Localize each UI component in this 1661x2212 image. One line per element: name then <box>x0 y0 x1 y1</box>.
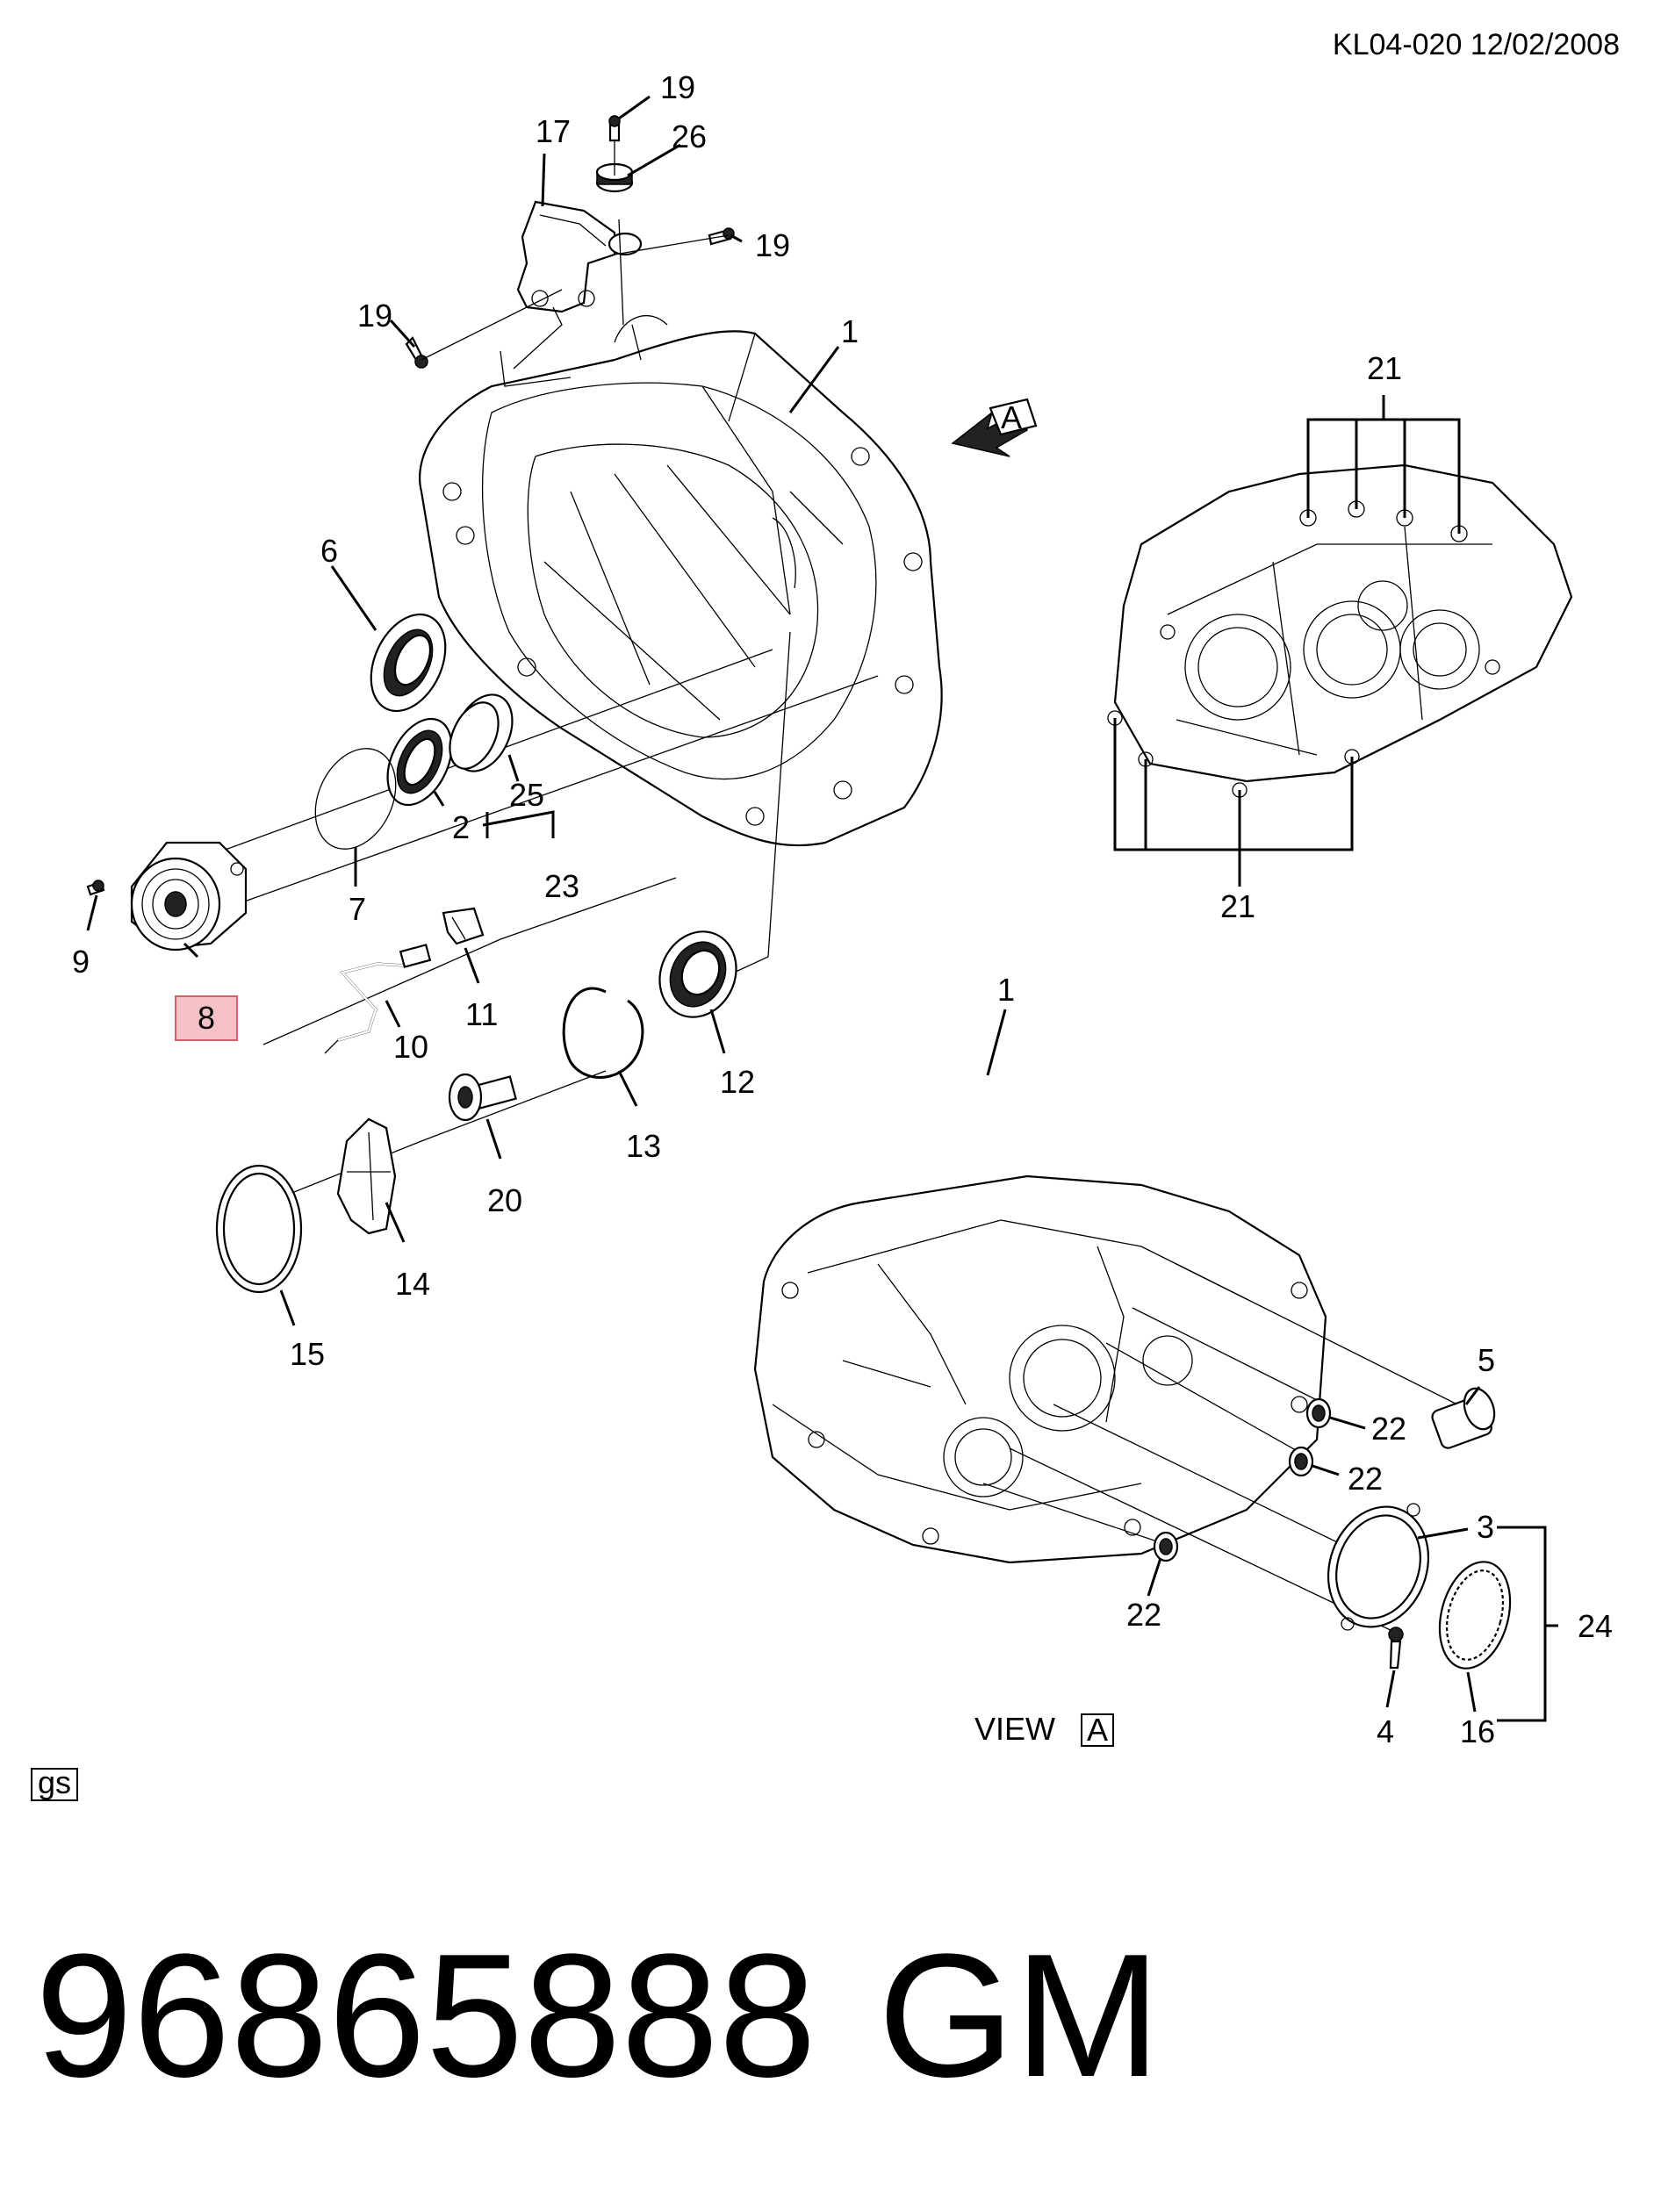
release-bearing-8 <box>130 841 248 952</box>
bearing-25 <box>449 693 514 772</box>
callout-4: 4 <box>1377 1713 1394 1749</box>
callout-2: 2 <box>452 809 470 845</box>
bearing-2 <box>386 717 453 807</box>
bracket-leader-lines <box>421 140 730 370</box>
callout-23: 23 <box>544 868 579 904</box>
bracket-17 <box>516 200 643 326</box>
callout-24: 24 <box>1578 1608 1613 1644</box>
leader-lines <box>86 95 1558 1722</box>
transmission-housing-rear-view <box>1107 463 1573 798</box>
callout-1-lower: 1 <box>997 972 1015 1008</box>
seal-6 <box>370 613 447 713</box>
callout-13: 13 <box>626 1128 661 1164</box>
callout-21-top: 21 <box>1367 350 1402 386</box>
ring-22-a <box>1305 1397 1332 1429</box>
ring-22-b <box>1288 1446 1314 1477</box>
callout-19-left: 19 <box>357 298 392 334</box>
diagram-reference: KL04-020 12/02/2008 <box>1333 28 1620 61</box>
brand-name: GM <box>878 1918 1161 2114</box>
shield-plate-14 <box>336 1117 397 1235</box>
callout-7: 7 <box>349 891 366 927</box>
callout-17: 17 <box>536 113 571 149</box>
clip-11 <box>442 907 485 945</box>
hydraulic-pipe-10 <box>324 944 432 1054</box>
callout-19-top: 19 <box>660 69 695 105</box>
pivot-20 <box>448 1073 517 1122</box>
transmission-housing-front <box>419 315 943 847</box>
callout-16: 16 <box>1460 1713 1495 1749</box>
callout-20: 20 <box>487 1182 522 1218</box>
part-number: 96865888 <box>35 1918 816 2114</box>
callout-22-a: 22 <box>1371 1411 1406 1447</box>
callout-22-c: 22 <box>1126 1597 1161 1633</box>
callout-25: 25 <box>509 777 544 813</box>
ring-22-c <box>1153 1531 1179 1562</box>
callout-1-upper: 1 <box>841 313 859 349</box>
view-a-letter-box <box>1081 1713 1114 1747</box>
view-a-label: VIEW <box>974 1711 1055 1747</box>
bolt-19-top <box>608 115 621 142</box>
callout-22-b: 22 <box>1348 1461 1383 1497</box>
gasket-15 <box>215 1164 303 1294</box>
snap-ring-13 <box>562 987 644 1079</box>
view-a-letter: A <box>1087 1712 1108 1748</box>
bracket-21-top <box>1306 395 1461 534</box>
bushing-5 <box>1431 1387 1496 1449</box>
callout-19-right: 19 <box>755 227 790 263</box>
callout-21-bottom: 21 <box>1220 888 1255 924</box>
transmission-housing-view-a <box>753 1174 1327 1564</box>
callout-8: 8 <box>198 1000 215 1036</box>
callout-9: 9 <box>72 944 90 980</box>
callout-14: 14 <box>395 1266 430 1302</box>
oring-7 <box>314 748 397 850</box>
screw-9 <box>86 880 105 896</box>
callout-5: 5 <box>1478 1342 1495 1378</box>
seal-12 <box>658 930 737 1018</box>
bolt-4 <box>1388 1627 1404 1670</box>
cover-3 <box>1327 1503 1430 1631</box>
callout-3: 3 <box>1477 1509 1494 1545</box>
callout-11: 11 <box>465 996 498 1032</box>
callout-8-highlight-box <box>175 995 238 1041</box>
callout-6: 6 <box>320 533 338 569</box>
tone-ring-16 <box>1438 1561 1512 1670</box>
callout-26: 26 <box>672 118 707 154</box>
bracket-21-bottom <box>1113 718 1354 887</box>
gs-badge-box <box>31 1768 78 1801</box>
view-arrow-letter: A <box>1001 399 1022 435</box>
bracket-outline <box>500 350 572 387</box>
callout-15: 15 <box>290 1336 325 1372</box>
callout-12: 12 <box>720 1064 755 1100</box>
callout-10: 10 <box>393 1029 428 1065</box>
view-a-arrow: A <box>951 398 1038 457</box>
gs-badge: gs <box>38 1764 71 1800</box>
